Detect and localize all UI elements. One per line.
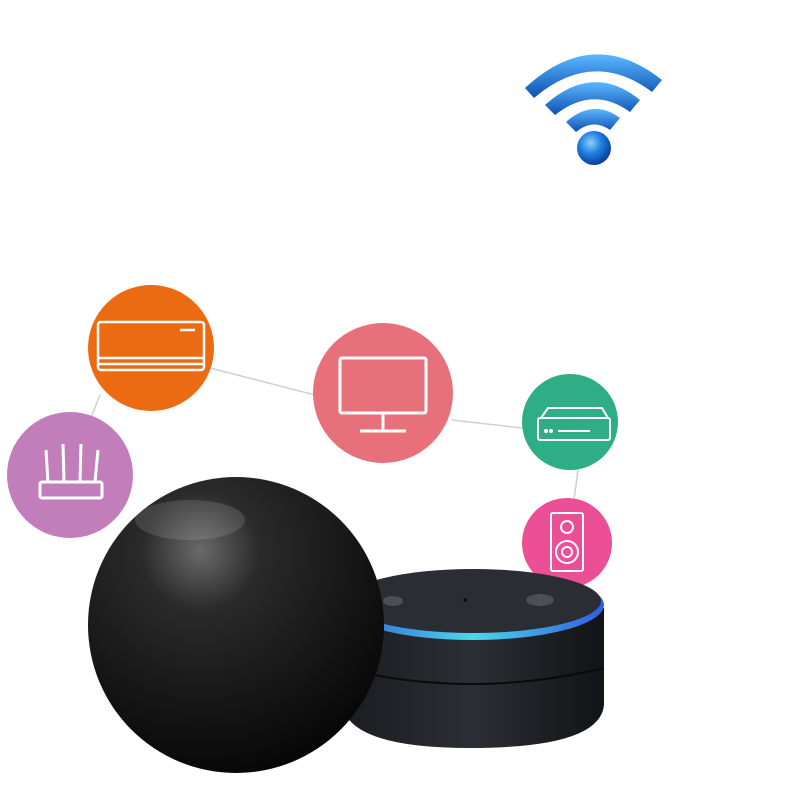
monitor-icon <box>313 323 453 463</box>
connection-lines <box>89 367 579 501</box>
ir-remote-hub <box>88 477 384 773</box>
wifi-icon <box>525 54 662 165</box>
smart-speaker <box>341 569 605 748</box>
set-top-box-icon <box>522 374 618 470</box>
air-conditioner-icon <box>88 285 214 411</box>
speaker-icon <box>522 498 612 588</box>
router-icon <box>7 412 133 538</box>
